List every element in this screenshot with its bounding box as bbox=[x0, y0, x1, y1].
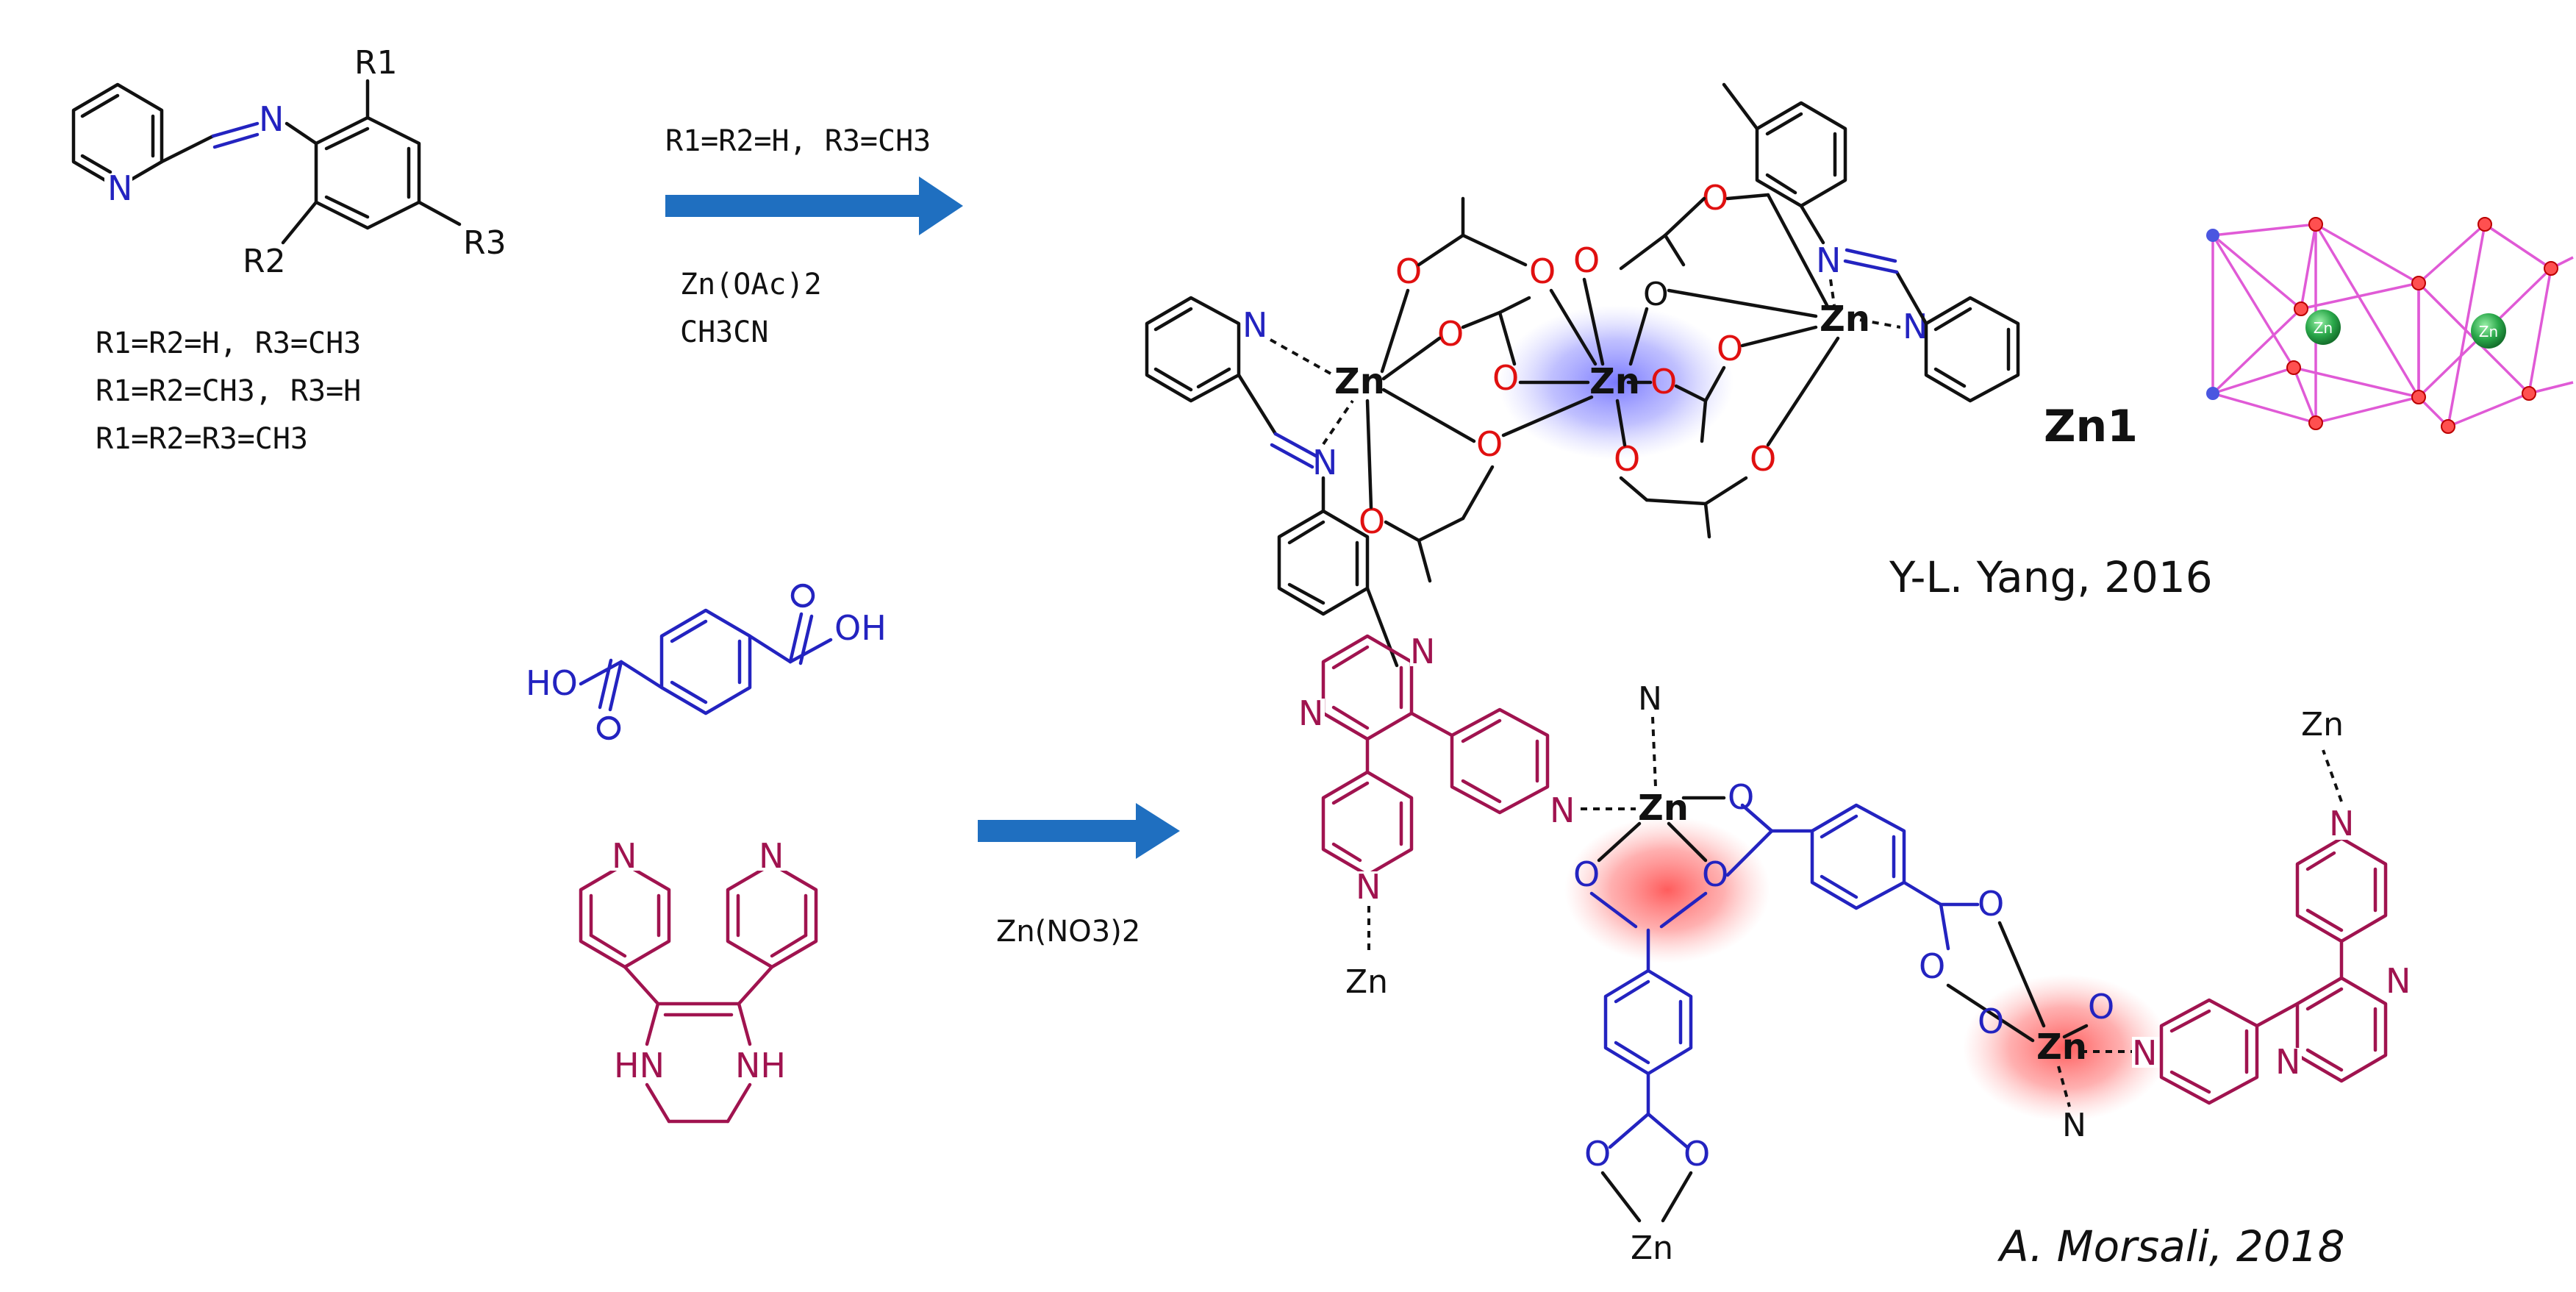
pyrazine-n-2: N bbox=[1410, 632, 1435, 671]
mof-o-7: O bbox=[1978, 884, 2004, 924]
polyhedra-vertices: Zn Zn bbox=[2206, 217, 2558, 434]
ligand-variant-list: R1=R2=H, R3=CH3 R1=R2=CH3, R3=H R1=R2=R3… bbox=[96, 326, 361, 456]
pyridine-n-left-bottom: N bbox=[1356, 867, 1381, 907]
mof-o-4: O bbox=[1584, 1134, 1611, 1174]
mof-zn1-axial-n: N bbox=[1638, 680, 1662, 718]
variant-3: R1=R2=R3=CH3 bbox=[96, 422, 308, 456]
mof-o-8: O bbox=[1978, 1002, 2004, 1041]
acetate-o-2: O bbox=[1529, 251, 1556, 291]
acetate-o-1: O bbox=[1395, 251, 1422, 291]
top-reaction-arrow: R1=R2=H, R3=CH3 Zn(OAc)2 CH3CN bbox=[665, 124, 963, 349]
imine-ligand-structure: N N R1 R2 R3 bbox=[71, 44, 507, 280]
amine-hn-label: HN bbox=[614, 1046, 665, 1085]
acetate-o-8: O bbox=[1702, 178, 1728, 218]
top-arrow-solvent: CH3CN bbox=[680, 315, 768, 349]
credit-bottom: A. Morsali, 2018 bbox=[1997, 1221, 2344, 1271]
acetate-o-11: O bbox=[1614, 439, 1640, 479]
zn-top-right: Zn bbox=[2301, 706, 2344, 743]
zn-bottom-carboxylate: Zn bbox=[1631, 1229, 1673, 1267]
mof-zn-atom-2: Zn bbox=[2036, 1027, 2087, 1068]
zn-bottom-left: Zn bbox=[1345, 963, 1388, 1001]
pyridine-n-to-zn2: N bbox=[2132, 1033, 2157, 1073]
acid-oh-label: OH bbox=[834, 608, 887, 648]
mof-o-3: O bbox=[1573, 854, 1600, 894]
poly-zn-sphere-2 bbox=[2471, 313, 2506, 349]
zn-glow-right bbox=[1963, 974, 2169, 1121]
pyridine-n-right-top: N bbox=[2329, 804, 2354, 843]
pyrazine-n-3: N bbox=[2386, 961, 2411, 1001]
acetate-o-7: O bbox=[1573, 240, 1600, 280]
acetate-o-9: O bbox=[1650, 362, 1677, 401]
mof-o-5: O bbox=[1684, 1134, 1710, 1174]
zn1-polyhedral-center-right bbox=[2484, 223, 2574, 395]
ligand-r2-label: R2 bbox=[243, 243, 286, 280]
zn-right-imine-n: N bbox=[1816, 240, 1841, 280]
poly-zn-sphere-1 bbox=[2305, 310, 2341, 345]
zn-left-imine-n: N bbox=[1312, 443, 1337, 482]
top-arrow-shape bbox=[665, 176, 963, 235]
ligand-imine-n: N bbox=[259, 99, 284, 139]
variant-2: R1=R2=CH3, R3=H bbox=[96, 374, 361, 408]
amine-left-pyridine-n: N bbox=[612, 836, 637, 876]
zn-left-atom: Zn bbox=[1334, 361, 1385, 402]
terephthalic-acid-structure: OH HO bbox=[526, 583, 887, 740]
ligand-r3-label: R3 bbox=[463, 224, 507, 262]
credit-top: Y-L. Yang, 2016 bbox=[1889, 552, 2213, 602]
mof-zn-atom-1: Zn bbox=[1638, 788, 1689, 829]
pyridine-n-to-zn1: N bbox=[1550, 790, 1575, 830]
zn1-complex-structure: N N Zn Zn Zn O O O O bbox=[1145, 82, 2020, 668]
zn-glow-left bbox=[1564, 816, 1770, 963]
top-arrow-condition: R1=R2=H, R3=CH3 bbox=[665, 124, 931, 158]
ligand-pyridine-n: N bbox=[107, 168, 132, 208]
mof-zn2-axial-n: N bbox=[2062, 1107, 2086, 1144]
poly-zn-label-1: Zn bbox=[2314, 319, 2333, 337]
amine-nh-label: NH bbox=[735, 1046, 786, 1085]
mof-o-6: O bbox=[1919, 946, 1945, 986]
product-label-zn1: Zn1 bbox=[2044, 401, 2138, 452]
poly-zn-label-2: Zn bbox=[2479, 323, 2498, 340]
mu-oxo-o: O bbox=[1643, 276, 1669, 313]
mof-o-9: O bbox=[2088, 987, 2114, 1027]
central-zn-glow bbox=[1498, 305, 1734, 460]
variant-1: R1=R2=H, R3=CH3 bbox=[96, 326, 361, 360]
zn-mof-fragment-structure: N N N Zn N Zn N O O O bbox=[1298, 632, 2412, 1267]
acetate-o-5: O bbox=[1476, 424, 1503, 464]
pyrazine-n-1: N bbox=[1298, 693, 1323, 733]
amine-right-pyridine-n: N bbox=[759, 836, 784, 876]
pyrazine-n-4: N bbox=[2275, 1042, 2300, 1082]
bottom-arrow-reagent: Zn(NO3)2 bbox=[996, 915, 1140, 949]
top-arrow-reagent: Zn(OAc)2 bbox=[680, 268, 822, 301]
dipyridyl-tetrahydropyrazine-structure: N N HN NH bbox=[579, 836, 818, 1124]
acetate-o-10: O bbox=[1717, 329, 1743, 368]
ligand-r1-label: R1 bbox=[354, 44, 398, 82]
zn-right-pyridine-n: N bbox=[1903, 307, 1928, 346]
bottom-reaction-arrow: Zn(NO3)2 bbox=[978, 803, 1180, 949]
acetate-o-12: O bbox=[1750, 439, 1776, 479]
bottom-arrow-shape bbox=[978, 803, 1180, 859]
acetate-o-3: O bbox=[1437, 314, 1464, 354]
acid-ho-label: HO bbox=[526, 663, 578, 703]
zn-left-pyridine-n: N bbox=[1242, 305, 1267, 345]
